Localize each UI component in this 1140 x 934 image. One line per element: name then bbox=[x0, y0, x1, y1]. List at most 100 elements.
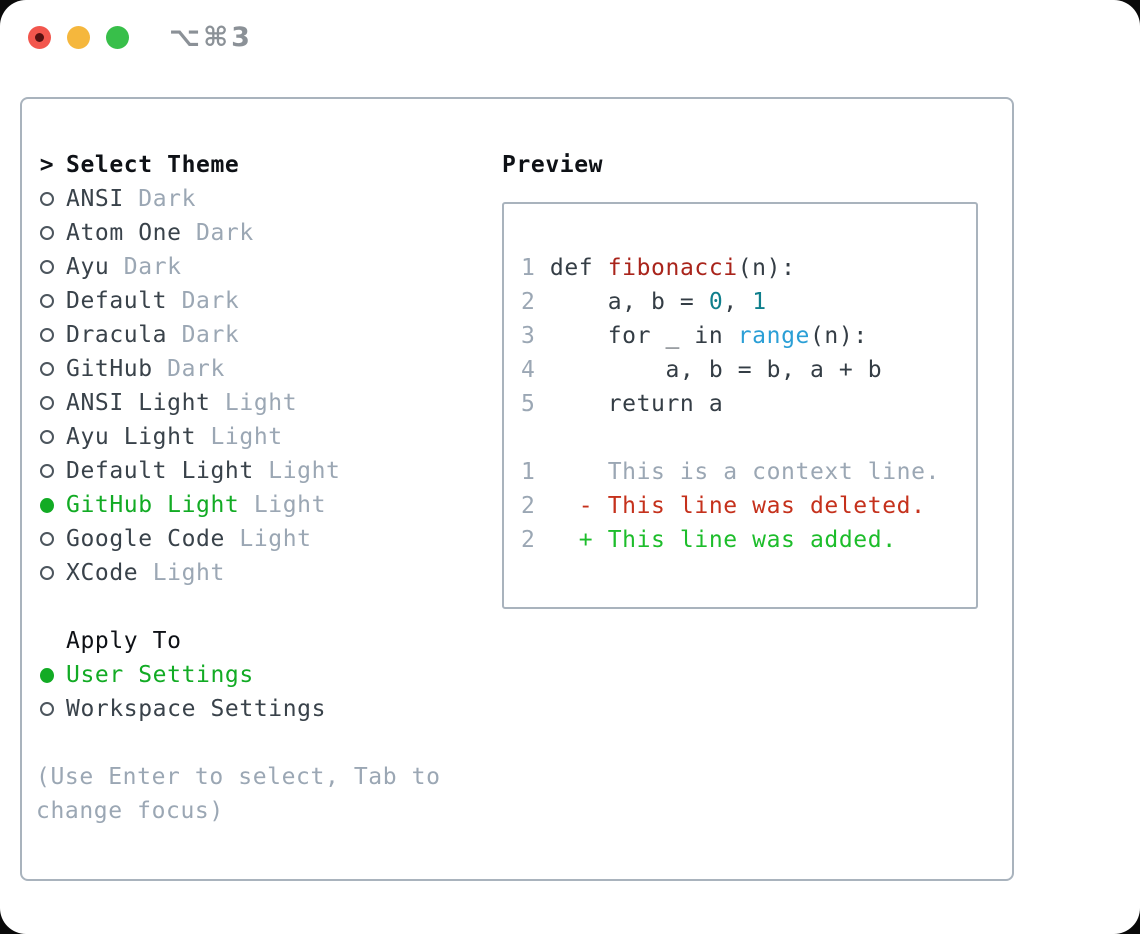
code-segment-deleted: - This line was deleted. bbox=[549, 493, 926, 519]
theme-option[interactable]: ANSI Light Light bbox=[40, 386, 441, 420]
code-segment-plain: (n): bbox=[809, 323, 868, 349]
option-variant: Dark bbox=[138, 186, 197, 212]
line-number: 1 bbox=[521, 459, 550, 485]
preview-code-line: 4 a, b = b, a + b bbox=[521, 353, 976, 387]
radio-icon bbox=[40, 532, 54, 546]
radio-icon bbox=[40, 260, 54, 274]
line-number: 5 bbox=[521, 391, 550, 417]
option-variant: Light bbox=[239, 526, 312, 552]
apply-to-option[interactable]: User Settings bbox=[40, 658, 441, 692]
theme-option[interactable]: XCode Light bbox=[40, 556, 441, 590]
theme-option[interactable]: GitHub Light Light bbox=[40, 488, 441, 522]
option-label: GitHub bbox=[66, 356, 168, 382]
theme-list: ANSI Dark Atom One Dark Ayu Dark Default… bbox=[40, 182, 441, 590]
option-variant: Light bbox=[253, 492, 327, 518]
radio-icon bbox=[40, 667, 54, 683]
option-label: Workspace Settings bbox=[66, 696, 327, 722]
option-label: ANSI bbox=[66, 186, 139, 212]
minimize-button[interactable] bbox=[67, 25, 90, 49]
radio-icon bbox=[40, 702, 54, 716]
option-label: Atom One bbox=[66, 220, 197, 246]
line-number: 2 bbox=[521, 527, 550, 553]
theme-option[interactable]: Google Code Light bbox=[40, 522, 441, 556]
apply-to-list: User Settings Workspace Settings bbox=[40, 658, 441, 726]
option-label: Ayu Light bbox=[66, 424, 211, 450]
preview-code-line: 2 a, b = 0, 1 bbox=[521, 285, 976, 319]
theme-option[interactable]: Dracula Dark bbox=[40, 318, 441, 352]
radio-icon bbox=[40, 396, 54, 410]
option-label: Google Code bbox=[66, 526, 240, 552]
preview-code-line bbox=[521, 421, 976, 455]
theme-option[interactable]: Default Light Light bbox=[40, 454, 441, 488]
option-variant: Dark bbox=[181, 322, 240, 348]
option-variant: Light bbox=[224, 390, 298, 416]
radio-icon bbox=[40, 192, 54, 206]
code-segment-plain: return a bbox=[549, 391, 724, 417]
apply-to-option[interactable]: Workspace Settings bbox=[40, 692, 441, 726]
code-segment-number: 1 bbox=[752, 289, 767, 315]
radio-icon bbox=[40, 497, 54, 513]
option-variant: Dark bbox=[181, 288, 240, 314]
preview-code-line: 1 def fibonacci(n): bbox=[521, 251, 976, 285]
zoom-button[interactable] bbox=[106, 25, 129, 49]
preview-title: Preview bbox=[502, 152, 604, 178]
option-variant: Light bbox=[268, 458, 341, 484]
theme-picker-panel: > Select Theme ANSI Dark Atom One Dark A… bbox=[20, 97, 1014, 881]
line-number bbox=[521, 425, 550, 451]
option-variant: Dark bbox=[196, 220, 254, 246]
theme-option[interactable]: Default Dark bbox=[40, 284, 441, 318]
theme-option[interactable]: Atom One Dark bbox=[40, 216, 441, 250]
spacer bbox=[40, 726, 441, 760]
radio-icon bbox=[40, 464, 54, 478]
option-variant: Dark bbox=[123, 254, 182, 280]
close-button[interactable] bbox=[28, 25, 51, 49]
option-label: Ayu bbox=[66, 254, 124, 280]
preview-code-line: 5 return a bbox=[521, 387, 976, 421]
window-title: ⌥⌘3 bbox=[169, 21, 253, 53]
apply-to-header: Apply To bbox=[40, 624, 441, 658]
radio-icon bbox=[40, 430, 54, 444]
radio-icon bbox=[40, 328, 54, 342]
option-label: XCode bbox=[66, 560, 153, 586]
select-theme-header: > Select Theme bbox=[40, 148, 441, 182]
code-segment-func: fibonacci bbox=[607, 255, 738, 281]
radio-icon bbox=[40, 362, 54, 376]
theme-option[interactable]: Ayu Light Light bbox=[40, 420, 441, 454]
code-segment-plain: , bbox=[723, 289, 753, 315]
code-segment-context: This is a context line. bbox=[549, 459, 940, 485]
line-number: 3 bbox=[521, 323, 550, 349]
option-variant: Light bbox=[152, 560, 225, 586]
option-label: ANSI Light bbox=[66, 390, 225, 416]
preview-code-line: 3 for _ in range(n): bbox=[521, 319, 976, 353]
code-segment-number: 0 bbox=[708, 289, 724, 315]
radio-icon bbox=[40, 294, 54, 308]
keyboard-hint-line-1: (Use Enter to select, Tab to bbox=[36, 764, 441, 790]
option-label: User Settings bbox=[66, 662, 254, 688]
code-segment-added: + This line was added. bbox=[549, 527, 897, 553]
preview-column: Preview 1 def fibonacci(n):2 a, b = 0, 1… bbox=[502, 148, 978, 609]
code-segment-plain: def bbox=[549, 255, 608, 281]
code-segment-plain: (n): bbox=[737, 255, 796, 281]
option-variant: Dark bbox=[167, 356, 225, 382]
theme-option[interactable]: GitHub Dark bbox=[40, 352, 441, 386]
code-segment-builtin: range bbox=[737, 323, 810, 349]
theme-option[interactable]: ANSI Dark bbox=[40, 182, 441, 216]
keyboard-hint-line-2: change focus) bbox=[36, 798, 224, 824]
theme-picker-column: > Select Theme ANSI Dark Atom One Dark A… bbox=[36, 148, 441, 828]
line-number: 2 bbox=[521, 289, 550, 315]
radio-icon bbox=[40, 566, 54, 580]
option-variant: Light bbox=[210, 424, 283, 450]
preview-code-line: 2 - This line was deleted. bbox=[521, 489, 976, 523]
option-label: GitHub Light bbox=[66, 492, 254, 518]
prompt-icon: > bbox=[39, 152, 55, 178]
option-label: Dracula bbox=[66, 322, 182, 348]
preview-code-line: 1 This is a context line. bbox=[521, 455, 976, 489]
code-segment-plain: a, b = bbox=[549, 289, 709, 315]
radio-icon bbox=[40, 226, 54, 240]
title-bar: ⌥⌘3 bbox=[28, 22, 253, 53]
line-number: 2 bbox=[521, 493, 550, 519]
theme-option[interactable]: Ayu Dark bbox=[40, 250, 441, 284]
spacer bbox=[40, 590, 441, 624]
line-number: 4 bbox=[521, 357, 550, 383]
